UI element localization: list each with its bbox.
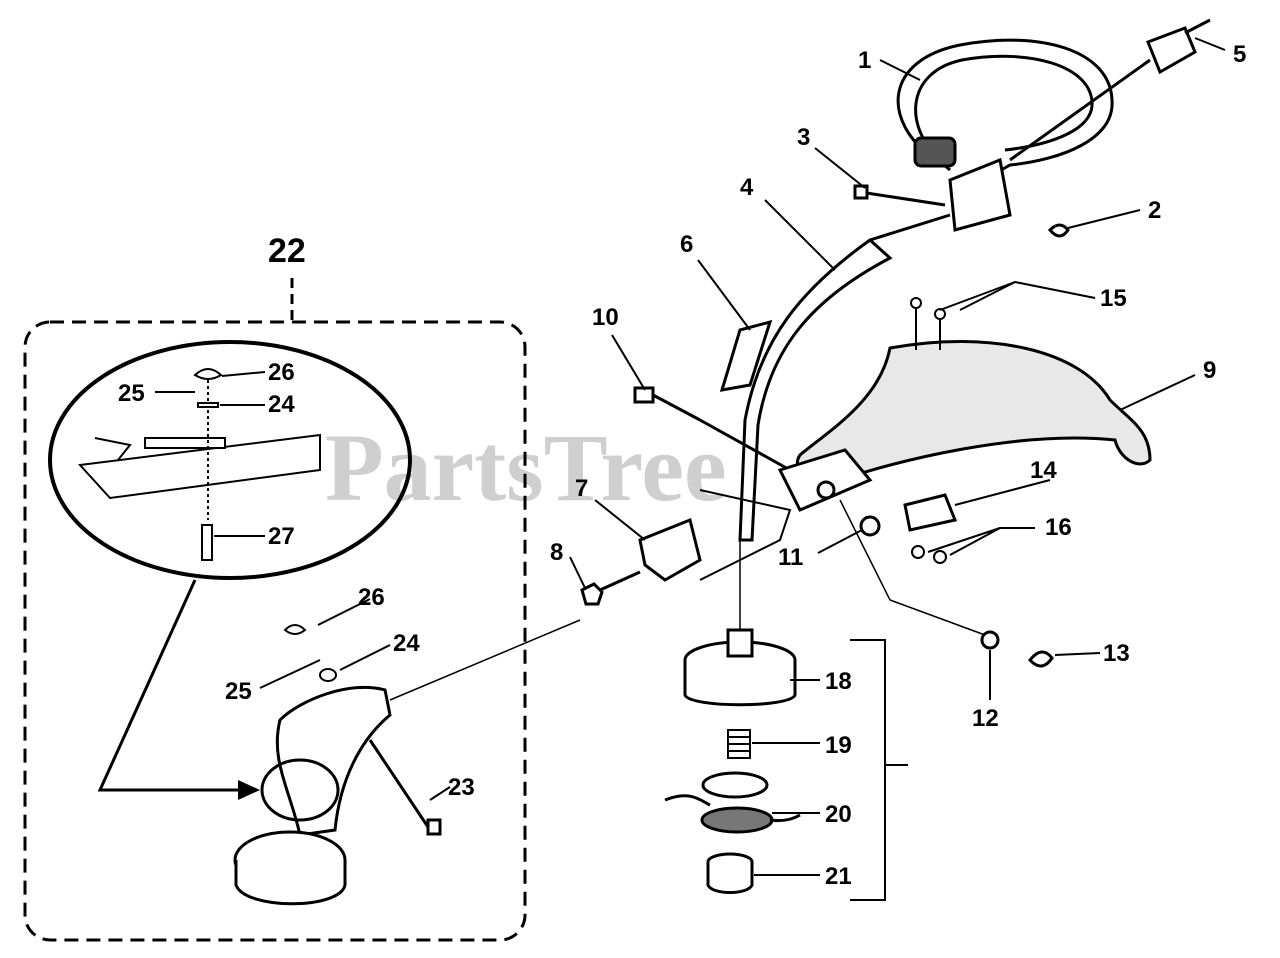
label-part-7: 7 — [575, 475, 588, 502]
handle-part[interactable] — [896, 38, 1114, 232]
label-part-1: 1 — [858, 47, 871, 74]
shield-nuts-part[interactable] — [911, 545, 947, 564]
label-part-27: 27 — [268, 523, 295, 550]
label-part-24-inset: 24 — [268, 391, 295, 418]
detail-inset — [48, 340, 412, 580]
label-part-21: 21 — [825, 863, 852, 890]
group-22-box — [23, 320, 527, 942]
label-part-16: 16 — [1045, 514, 1072, 541]
clamp-bolt-part[interactable] — [580, 570, 641, 606]
label-part-25-lower: 25 — [225, 678, 252, 705]
spring-part[interactable] — [727, 729, 751, 759]
group-22-label: 22 — [268, 232, 306, 270]
label-part-26-lower: 26 — [358, 584, 385, 611]
label-part-19: 19 — [825, 732, 852, 759]
spool-part[interactable] — [664, 771, 801, 834]
inset-blade-assembly — [77, 368, 321, 561]
label-part-25-inset: 25 — [118, 380, 145, 407]
grass-shield-part[interactable] — [777, 340, 1152, 512]
label-part-4: 4 — [740, 174, 754, 201]
label-part-9: 9 — [1203, 357, 1216, 384]
shield-wing-nut-part[interactable] — [1028, 650, 1054, 668]
spool-housing-part[interactable] — [683, 628, 797, 707]
label-part-12: 12 — [972, 705, 999, 732]
throttle-cable-part[interactable] — [1009, 18, 1211, 162]
drive-shaft-part[interactable] — [738, 213, 951, 542]
label-part-13: 13 — [1103, 640, 1130, 667]
shield-washer-part[interactable] — [859, 515, 881, 537]
shield-screws-part[interactable] — [910, 297, 946, 350]
label-part-14: 14 — [1030, 457, 1057, 484]
washer-24-lower[interactable] — [319, 668, 337, 682]
shield-bracket-part[interactable] — [903, 493, 958, 532]
label-part-24-lower: 24 — [393, 630, 420, 657]
label-part-26-inset: 26 — [268, 359, 295, 386]
wing-nut-26-lower[interactable] — [283, 624, 307, 635]
label-part-6: 6 — [680, 231, 693, 258]
label-part-8: 8 — [550, 539, 563, 566]
label-part-10: 10 — [592, 304, 619, 331]
label-part-3: 3 — [797, 124, 810, 151]
label-part-11: 11 — [778, 544, 803, 571]
label-part-20: 20 — [825, 801, 852, 828]
label-part-18: 18 — [825, 668, 852, 695]
label-part-2: 2 — [1148, 197, 1161, 224]
lock-washer-part[interactable] — [980, 630, 1000, 650]
shaft-label-part[interactable] — [719, 319, 773, 392]
spool-knob-part[interactable] — [706, 852, 754, 894]
handle-screw-part[interactable] — [853, 184, 946, 207]
label-part-23: 23 — [448, 774, 475, 801]
blade-bracket-part[interactable] — [233, 685, 442, 906]
shaft-clamp-part[interactable] — [638, 517, 702, 582]
label-part-5: 5 — [1233, 41, 1246, 68]
handle-wing-nut-part[interactable] — [1047, 223, 1070, 238]
label-part-15: 15 — [1100, 285, 1127, 312]
